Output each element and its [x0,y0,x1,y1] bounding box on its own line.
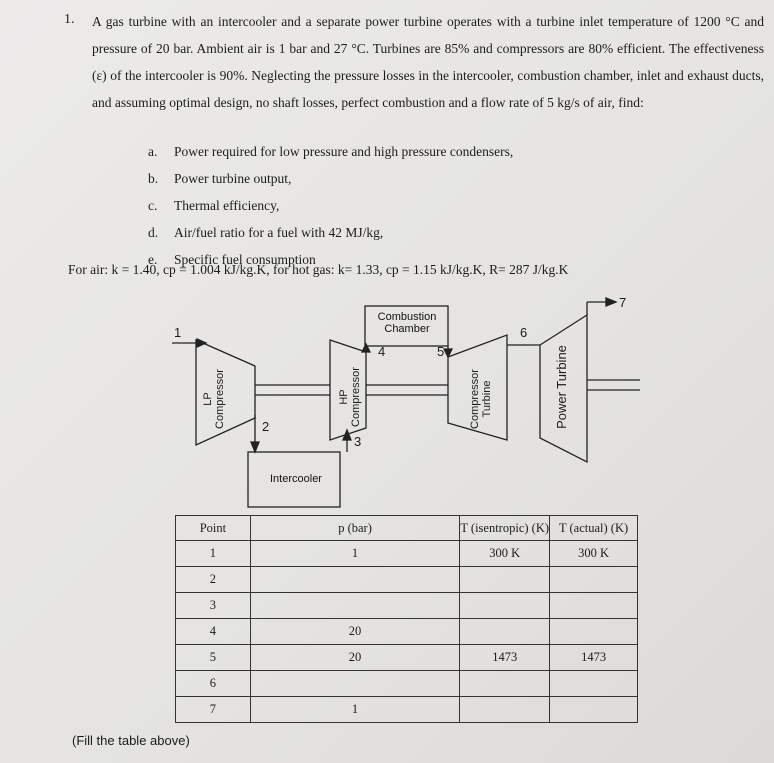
hp-compressor-label: HP Compressor [338,367,362,427]
lp-compressor-label: LP Compressor [202,369,226,429]
table-header-row: Point p (bar) T (isentropic) (K) T (actu… [175,515,638,541]
table-cell [459,618,551,645]
state-point-3: 3 [354,434,362,449]
table-cell [549,696,638,723]
table-cell: 3 [175,592,251,619]
state-point-2: 2 [262,419,270,434]
intercooler-label: Intercooler [270,473,322,485]
table-row: 7 1 [175,696,638,723]
table-cell: 5 [175,644,251,671]
question-text: A gas turbine with an intercooler and a … [92,14,764,110]
table-cell: 1 [249,696,461,723]
question-items: a.Power required for low pressure and hi… [148,138,513,273]
fluid-properties: For air: k = 1.40, cp = 1.004 kJ/kg.K, f… [68,262,569,277]
table-cell: 1 [249,540,461,567]
state-table: Point p (bar) T (isentropic) (K) T (actu… [175,515,638,723]
table-cell: 300 K [459,540,551,567]
table-cell [459,670,551,697]
table-cell: 2 [175,566,251,593]
fill-table-note: (Fill the table above) [72,733,190,748]
table-cell: 1473 [549,644,638,671]
table-cell: 300 K [549,540,638,567]
table-cell [459,696,551,723]
table-cell: 6 [175,670,251,697]
hp-compressor-shape [329,339,367,441]
state-point-6: 6 [520,325,528,340]
intercooler-shape [247,451,341,508]
table-row: 5 20 1473 1473 [175,644,638,671]
table-cell: 4 [175,618,251,645]
list-item: d.Air/fuel ratio for a fuel with 42 MJ/k… [148,225,384,240]
table-cell [249,592,461,619]
table-cell: 20 [249,644,461,671]
combustion-chamber-shape [364,305,449,347]
header-point: Point [175,515,251,541]
table-row: 6 [175,670,638,697]
state-point-4: 4 [378,344,386,359]
table-cell [549,670,638,697]
table-cell: 1 [175,540,251,567]
table-row: 2 [175,566,638,593]
state-point-1: 1 [174,325,182,340]
compressor-turbine-shape [447,334,508,441]
header-t-isentropic: T (isentropic) (K) [459,515,551,541]
table-cell [459,566,551,593]
power-turbine-label: Power Turbine [554,345,569,429]
combustion-chamber-label: Combustion Chamber [377,311,437,335]
table-cell: 1473 [459,644,551,671]
table-cell: 20 [249,618,461,645]
table-cell: 7 [175,696,251,723]
table-cell [549,618,638,645]
power-turbine-shape [539,313,588,464]
table-cell [249,670,461,697]
question-number: 1. [64,12,75,27]
list-item: a.Power required for low pressure and hi… [148,144,514,159]
table-cell [549,592,638,619]
table-row: 4 20 [175,618,638,645]
table-cell [549,566,638,593]
header-pressure: p (bar) [249,515,461,541]
list-item: b.Power turbine output, [148,171,292,186]
table-cell [459,592,551,619]
table-row: 3 [175,592,638,619]
list-item: e.Specific fuel consumption [148,252,316,267]
list-item: c.Thermal efficiency, [148,198,280,213]
table-cell [249,566,461,593]
state-point-5: 5 [437,344,445,359]
header-t-actual: T (actual) (K) [549,515,638,541]
table-row: 1 1 300 K 300 K [175,540,638,567]
compressor-turbine-label: Compressor Turbine [469,369,493,429]
state-point-7: 7 [619,295,627,310]
